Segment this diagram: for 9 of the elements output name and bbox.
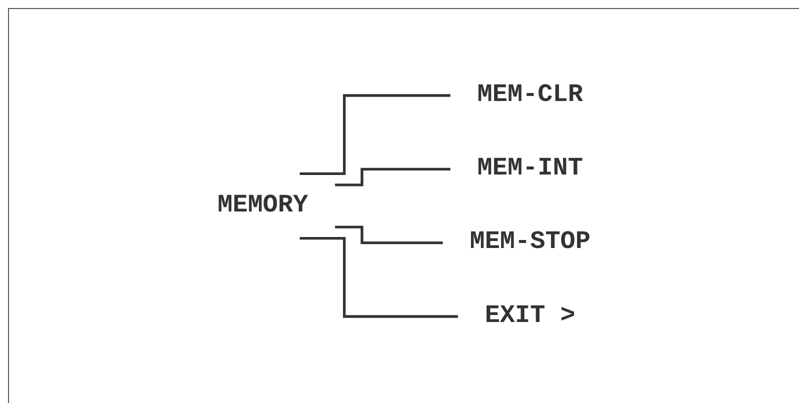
connector — [300, 94, 450, 176]
node-text: MEMORY — [218, 192, 308, 220]
connector — [335, 226, 443, 244]
connector — [335, 168, 450, 186]
node-text: MEM-CLR — [477, 81, 583, 109]
connector — [300, 236, 458, 318]
node-text: MEM-STOP — [470, 228, 590, 256]
node-text: EXIT > — [484, 302, 576, 330]
node-text: MEM-INT — [477, 154, 583, 183]
